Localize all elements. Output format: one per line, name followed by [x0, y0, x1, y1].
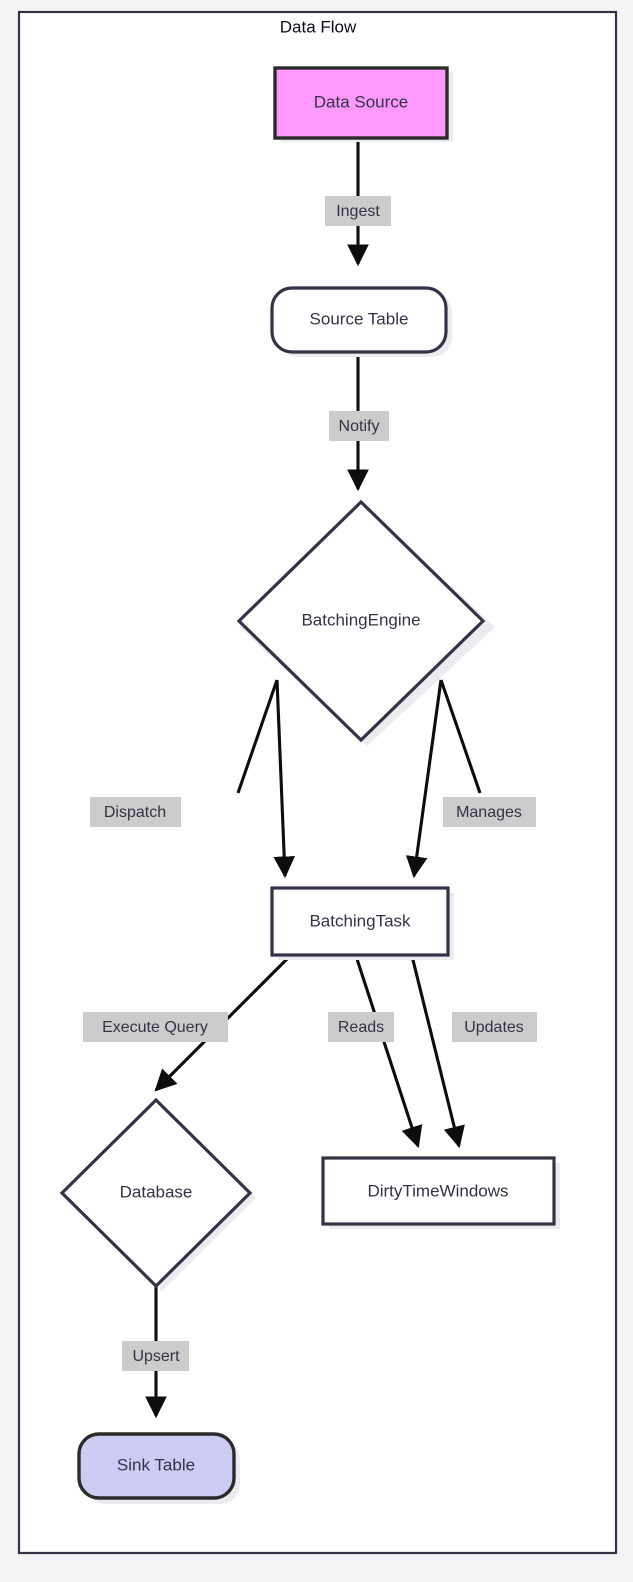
edge-label-reads: Reads — [328, 1012, 394, 1042]
notify-label-bg — [329, 411, 389, 441]
dirty-time-windows-box[interactable] — [321, 1156, 556, 1226]
database-diamond[interactable] — [59, 1097, 253, 1289]
edge-label-upsert: Upsert — [122, 1341, 189, 1371]
ingest-label: Ingest — [336, 203, 380, 220]
edge-bend-layer — [236, 679, 482, 794]
node-dirty-time-windows[interactable]: DirtyTimeWindows — [321, 1156, 560, 1229]
updates-label-bg — [452, 1012, 537, 1042]
node-batching-task[interactable]: BatchingTask — [270, 886, 454, 960]
upsert-label: Upsert — [132, 1348, 180, 1365]
batching-task-box[interactable] — [270, 886, 450, 957]
execute-query-label-bg — [83, 1012, 228, 1042]
subgraph-border — [17, 10, 618, 1555]
database-label: Database — [120, 1182, 193, 1201]
source-table-box[interactable] — [270, 286, 448, 354]
batching-engine-label: BatchingEngine — [301, 610, 420, 629]
notify-label: Notify — [339, 418, 380, 435]
edge-reads-line — [354, 955, 423, 1149]
node-layer: Data Source Source Table BatchingEngine … — [59, 66, 560, 1504]
batching-task-label: BatchingTask — [309, 911, 411, 930]
edge-dispatch-line — [273, 679, 296, 879]
edge-label-layer: Ingest Notify Dispatch Manages Execute Q… — [83, 196, 537, 1371]
subgraph-title: Data Flow — [280, 17, 357, 36]
node-database[interactable]: Database — [59, 1097, 256, 1291]
edge-updates-line — [410, 955, 465, 1149]
edge-label-ingest: Ingest — [325, 196, 391, 226]
subgraph-data-flow: Data Flow — [17, 10, 618, 1555]
edge-label-notify: Notify — [329, 411, 389, 441]
manages-label-bg — [443, 797, 536, 827]
edge-label-manages: Manages — [443, 797, 536, 827]
upsert-label-bg — [122, 1341, 189, 1371]
edge-label-updates: Updates — [452, 1012, 537, 1042]
edge-dispatch-upper — [236, 679, 279, 794]
node-sink-table[interactable]: Sink Table — [77, 1432, 240, 1504]
sink-table-label: Sink Table — [117, 1455, 195, 1474]
node-data-source[interactable]: Data Source — [273, 66, 453, 142]
reads-label: Reads — [338, 1019, 384, 1036]
execute-query-label: Execute Query — [102, 1019, 208, 1036]
manages-label: Manages — [456, 804, 522, 821]
ingest-label-bg — [325, 196, 391, 226]
node-batching-engine[interactable]: BatchingEngine — [236, 499, 495, 746]
edge-manages-line — [405, 679, 443, 879]
updates-label: Updates — [464, 1019, 524, 1036]
dirty-time-windows-label: DirtyTimeWindows — [367, 1181, 508, 1200]
dispatch-label: Dispatch — [104, 804, 166, 821]
source-table-label: Source Table — [310, 309, 409, 328]
edge-label-dispatch: Dispatch — [90, 797, 181, 827]
subgraph-title-backdrop — [243, 14, 391, 40]
reads-label-bg — [328, 1012, 394, 1042]
edge-manages-upper — [439, 679, 482, 794]
data-source-box[interactable] — [273, 66, 449, 140]
dispatch-label-bg — [90, 797, 181, 827]
edge-label-execute-query: Execute Query — [83, 1012, 228, 1042]
node-source-table[interactable]: Source Table — [270, 286, 452, 357]
batching-engine-diamond[interactable] — [236, 499, 486, 743]
sink-table-box[interactable] — [77, 1432, 236, 1500]
data-source-label: Data Source — [314, 92, 409, 111]
